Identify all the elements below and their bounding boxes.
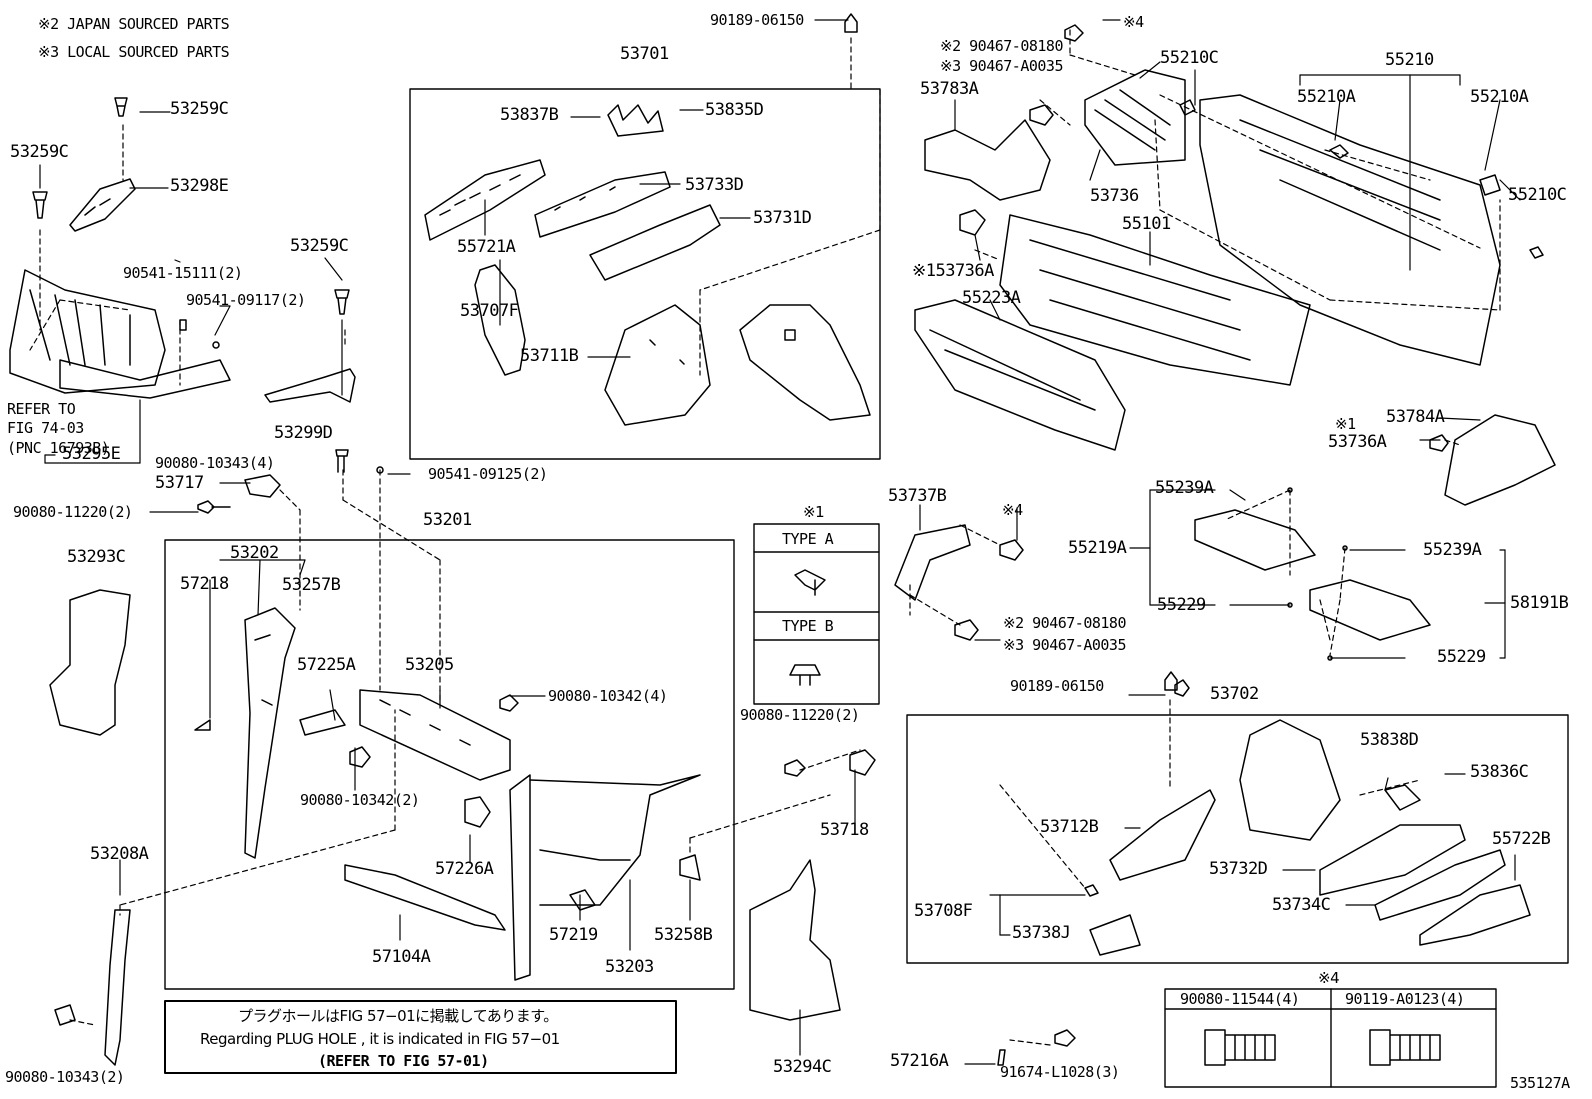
part-label[interactable]: 90541-15111(2)	[123, 264, 243, 282]
type-b-label: TYPE B	[782, 617, 834, 635]
part-label[interactable]: 53736A	[1328, 432, 1387, 452]
part-label[interactable]: 90080-11220(2)	[13, 503, 133, 521]
part-label[interactable]: 53202	[230, 543, 279, 563]
part-label[interactable]: 53201	[423, 510, 472, 530]
part-label[interactable]: 53259C	[170, 99, 229, 119]
note-japan-sourced: ※2 JAPAN SOURCED PARTS	[38, 15, 230, 33]
part-label[interactable]: 53298E	[170, 176, 229, 196]
fastener-col-1[interactable]: 90080-11544(4)	[1180, 990, 1300, 1008]
part-label[interactable]: 53712B	[1040, 817, 1099, 837]
part-label[interactable]: 53295E	[62, 444, 121, 464]
part-label[interactable]: 53783A	[920, 79, 979, 99]
part-label[interactable]: 90080-10343(2)	[5, 1068, 125, 1086]
refer-line-2: FIG 74-03	[7, 419, 84, 437]
part-label[interactable]: 90189-06150	[710, 11, 804, 29]
part-label[interactable]: 53731D	[753, 208, 812, 228]
part-label[interactable]: ※2 90467-08180	[1003, 614, 1126, 632]
plug-note-en: Regarding PLUG HOLE , it is indicated in…	[200, 1030, 560, 1048]
part-label[interactable]: 57219	[549, 925, 598, 945]
part-label[interactable]: 90080-11220(2)	[740, 706, 860, 724]
part-label[interactable]: 53738J	[1012, 923, 1071, 943]
frame-boxes	[164, 88, 1569, 1088]
part-label[interactable]: 58191B	[1510, 593, 1569, 613]
part-label[interactable]: 57216A	[890, 1051, 949, 1071]
part-label[interactable]: 53701	[620, 44, 669, 64]
part-label[interactable]: 53203	[605, 957, 654, 977]
part-label[interactable]: 53835D	[705, 100, 764, 120]
part-label[interactable]: 53734C	[1272, 895, 1331, 915]
part-label[interactable]: 90189-06150	[1010, 677, 1104, 695]
part-label[interactable]: 53299D	[274, 423, 333, 443]
type-box-marker: ※1	[803, 503, 825, 521]
refer-line-3: (PNC 16793B)	[7, 439, 110, 457]
part-label[interactable]: 90541-09125(2)	[428, 465, 548, 483]
part-label[interactable]: 90080-10342(2)	[300, 791, 420, 809]
part-label[interactable]: ※3 90467-A0035	[1003, 636, 1126, 654]
part-label[interactable]: 53708F	[914, 901, 973, 921]
part-label[interactable]: 53732D	[1209, 859, 1268, 879]
part-label[interactable]: 55223A	[962, 288, 1021, 308]
part-label[interactable]: 53293C	[67, 547, 126, 567]
part-label[interactable]: 53707F	[460, 301, 519, 321]
note-local-sourced: ※3 LOCAL SOURCED PARTS	[38, 43, 230, 61]
part-label[interactable]: 53259C	[10, 142, 69, 162]
part-label[interactable]: ※153736A	[912, 261, 994, 281]
part-label[interactable]: ※4	[1002, 501, 1023, 519]
plug-note-refer: (REFER TO FIG 57-01)	[318, 1052, 489, 1070]
refer-line-1: REFER TO	[7, 400, 76, 418]
part-label[interactable]: 53258B	[654, 925, 713, 945]
part-label[interactable]: ※4	[1123, 13, 1144, 31]
part-label[interactable]: 53257B	[282, 575, 341, 595]
part-sketches	[9, 13, 1556, 1066]
part-label[interactable]: 55219A	[1068, 538, 1127, 558]
part-label[interactable]: 90080-10342(4)	[548, 687, 668, 705]
part-label[interactable]: 53208A	[90, 844, 149, 864]
part-label[interactable]: 57104A	[372, 947, 431, 967]
part-label[interactable]: 55210A	[1470, 87, 1529, 107]
part-label[interactable]: 53711B	[520, 346, 579, 366]
part-label[interactable]: ※2 90467-08180	[940, 37, 1063, 55]
part-label[interactable]: 55722B	[1492, 829, 1551, 849]
plug-note-jp: プラグホールはFIG 57−01に掲載してあります。	[238, 1007, 558, 1025]
part-label[interactable]: 53717	[155, 473, 204, 493]
part-label[interactable]: 53838D	[1360, 730, 1419, 750]
part-label[interactable]: 53718	[820, 820, 869, 840]
figure-code: 535127A	[1510, 1074, 1570, 1092]
part-label[interactable]: 55229	[1437, 647, 1486, 667]
part-label[interactable]: 55721A	[457, 237, 516, 257]
part-label[interactable]: 55239A	[1155, 478, 1214, 498]
part-label[interactable]: 55210C	[1160, 48, 1219, 68]
part-label[interactable]: 55210	[1385, 50, 1434, 70]
part-label[interactable]: 53702	[1210, 684, 1259, 704]
fastener-table-marker: ※4	[1318, 969, 1340, 987]
part-label[interactable]: 53259C	[290, 236, 349, 256]
part-label[interactable]: 53733D	[685, 175, 744, 195]
part-label[interactable]: 55210C	[1508, 185, 1567, 205]
part-label[interactable]: 55229	[1157, 595, 1206, 615]
part-label[interactable]: 55239A	[1423, 540, 1482, 560]
part-label[interactable]: 55101	[1122, 214, 1171, 234]
part-label[interactable]: 57218	[180, 574, 229, 594]
dashed-leaders	[29, 29, 1501, 1046]
part-label[interactable]: 53837B	[500, 105, 559, 125]
part-label[interactable]: 55210A	[1297, 87, 1356, 107]
part-label[interactable]: 53294C	[773, 1057, 832, 1077]
part-label[interactable]: 91674-L1028(3)	[1000, 1063, 1120, 1081]
part-label[interactable]: 53736	[1090, 186, 1139, 206]
part-label[interactable]: 53784A	[1386, 407, 1445, 427]
part-label[interactable]: 53737B	[888, 486, 947, 506]
part-label[interactable]: ※1	[1335, 415, 1356, 433]
part-label[interactable]: 90541-09117(2)	[186, 291, 306, 309]
fastener-col-2[interactable]: 90119-A0123(4)	[1345, 990, 1465, 1008]
part-label[interactable]: 90080-10343(4)	[155, 454, 275, 472]
type-a-label: TYPE A	[782, 530, 834, 548]
part-label[interactable]: 53836C	[1470, 762, 1529, 782]
part-label[interactable]: 57226A	[435, 859, 494, 879]
part-label[interactable]: 53205	[405, 655, 454, 675]
part-label[interactable]: ※3 90467-A0035	[940, 57, 1063, 75]
part-label[interactable]: 57225A	[297, 655, 356, 675]
